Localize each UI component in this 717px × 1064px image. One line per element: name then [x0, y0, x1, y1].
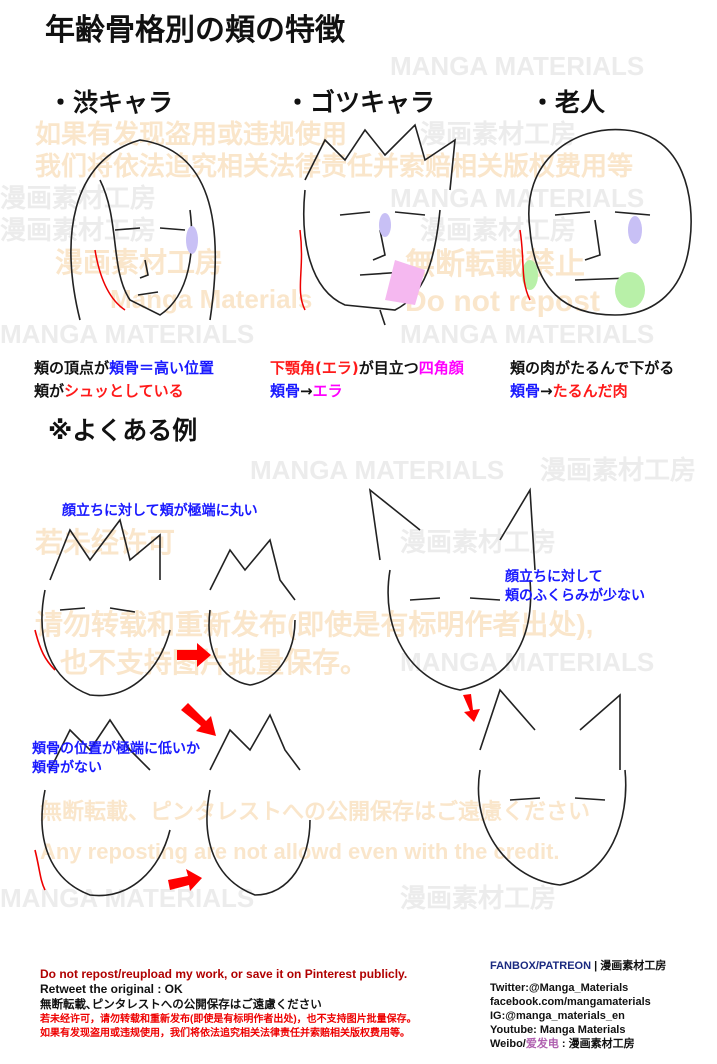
footer-instagram[interactable]: IG:@manga_materials_en	[490, 1010, 625, 1022]
watermark: 漫画素材工房	[400, 527, 557, 557]
watermark: 漫画素材工房	[540, 455, 697, 485]
caption-shibu-2: 頬がシュッとしている	[34, 382, 184, 400]
caption-shibu-1: 頬の頂点が頬骨＝高い位置	[34, 359, 215, 377]
note-small-cheek-1: 顔立ちに対して	[505, 569, 603, 585]
watermark: MANGA MATERIALS	[250, 455, 505, 485]
note-low-cheekbone-2: 頬骨がない	[32, 760, 102, 776]
footer-facebook[interactable]: facebook.com/mangamaterials	[490, 996, 651, 1008]
footer-warning-en: Do not repost/reupload my work, or save …	[40, 967, 408, 981]
watermark: MANGA MATERIALS	[0, 319, 255, 349]
watermark-cn: 请勿转载和重新发布(即使是有标明作者出处),	[35, 609, 594, 640]
watermark: MANGA MATERIALS	[390, 51, 645, 81]
footer-youtube[interactable]: Youtube: Manga Materials	[490, 1024, 626, 1036]
watermark-cn: 我们将依法追究相关法律责任并索赔相关版权费用等	[35, 151, 634, 181]
examples-sketch-left	[34, 518, 311, 897]
red-arrow-icon	[181, 703, 216, 736]
rojin-character-sketch	[519, 128, 692, 316]
watermark: 漫画素材工房	[0, 215, 157, 245]
shibu-character-sketch	[70, 139, 217, 321]
footer-warning-cn2: 如果有发现盗用或违规使用，我们将依法追究相关法律责任并索赔相关版权费用等。	[40, 1028, 410, 1039]
watermark-cn: 如果有发现盗用或违规使用	[35, 119, 348, 149]
watermark: 漫画素材工房	[0, 183, 157, 213]
red-arrow-icon	[463, 694, 480, 722]
heading-shibu: ・渋キャラ	[48, 88, 174, 117]
footer-fanbox: FANBOX/PATREON | 漫画素材工房	[490, 960, 667, 972]
footer-warning-jp: 無断転載､ピンタレストへの公開保存はご遠慮ください	[40, 999, 322, 1011]
footer-retweet: Retweet the original : OK	[40, 982, 183, 996]
examples-heading: ※よくある例	[48, 416, 198, 445]
watermark-stamp: 無断転載禁止	[405, 248, 585, 281]
watermark: 漫画素材工房	[420, 215, 577, 245]
watermark-stamp: Do not repost	[405, 285, 600, 318]
watermark: MANGA MATERIALS	[390, 183, 645, 213]
note-low-cheekbone-1: 頬骨の位置が極端に低いか	[32, 741, 200, 757]
note-small-cheek-2: 頬のふくらみが少ない	[505, 588, 645, 604]
watermark: MANGA MATERIALS	[400, 319, 655, 349]
watermark: 漫画素材工房	[420, 119, 577, 149]
heading-rojin: ・老人	[530, 88, 606, 117]
caption-rojin-2: 頬骨→たるんだ肉	[510, 382, 628, 400]
red-arrow-icon	[177, 643, 211, 667]
watermark: MANGA MATERIALS	[400, 647, 655, 677]
footer-weibo: Weibo/爱发电 : 漫画素材工房	[490, 1038, 635, 1050]
footer: Do not repost/reupload my work, or save …	[0, 950, 717, 1064]
red-arrow-icon	[168, 869, 202, 891]
caption-gotsu-1: 下顎角(エラ)が目立つ四角顔	[270, 359, 464, 377]
caption-gotsu-2: 頬骨→エラ	[270, 382, 343, 400]
watermark-jp: 無断転載、ピンタレストへの公開保存はご遠慮ください	[40, 799, 591, 824]
footer-twitter[interactable]: Twitter:@Manga_Materials	[490, 982, 629, 994]
heading-gotsu: ・ゴツキャラ	[285, 88, 436, 117]
caption-rojin-1: 頬の肉がたるんで下がる	[510, 359, 675, 377]
page-title: 年齢骨格別の頬の特徴	[45, 13, 345, 48]
watermark-stamp: 漫画素材工房	[55, 247, 224, 278]
examples-sketch-right	[368, 487, 627, 886]
watermark: 漫画素材工房	[400, 883, 557, 913]
fanbox-link[interactable]: FANBOX/PATREON	[490, 960, 592, 972]
gotsu-character-sketch	[299, 123, 456, 326]
note-round-cheek: 顔立ちに対して頬が極端に丸い	[62, 503, 258, 519]
watermark-en: Any reposting are not allowd even with t…	[40, 839, 560, 864]
footer-warning-cn1: 若未经许可，请勿转载和重新发布(即使是有标明作者出处)，也不支持图片批量保存。	[40, 1014, 417, 1025]
afdian-link[interactable]: 爱发电	[525, 1038, 559, 1050]
